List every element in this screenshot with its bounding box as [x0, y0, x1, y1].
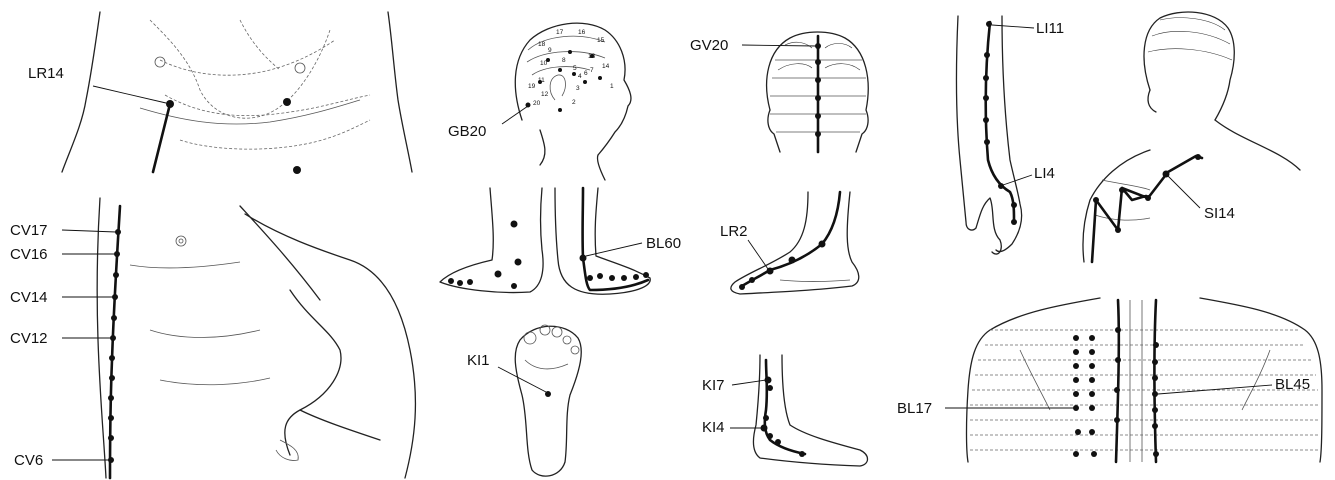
- svg-text:13: 13: [588, 53, 596, 60]
- svg-text:6: 6: [584, 70, 588, 77]
- svg-text:4: 4: [578, 73, 582, 80]
- feet-posterior-illustration: BL60: [440, 188, 681, 294]
- svg-text:1: 1: [610, 83, 614, 90]
- svg-text:9: 9: [548, 47, 552, 54]
- svg-text:20: 20: [533, 100, 541, 107]
- label-cv16: CV16: [10, 246, 48, 263]
- svg-text:19: 19: [528, 83, 536, 90]
- label-ki7: KI7: [702, 377, 725, 394]
- back-segment-lines: [970, 330, 1318, 450]
- svg-text:15: 15: [597, 37, 605, 44]
- upper-back-illustration: BL17 BL45: [897, 298, 1322, 462]
- head-side-illustration: 1 2 3 4 5 6 7 8 9 10 11 12 13 14 15 16 1…: [448, 23, 631, 180]
- svg-text:11: 11: [538, 77, 545, 84]
- torso-upper-illustration: LR14: [28, 12, 412, 174]
- svg-text:10: 10: [540, 60, 548, 67]
- label-li4: LI4: [1034, 165, 1055, 182]
- svg-text:5: 5: [573, 65, 577, 72]
- label-lr14: LR14: [28, 65, 64, 82]
- svg-text:16: 16: [578, 29, 586, 36]
- ankle-medial-illustration: KI7 KI4: [702, 355, 868, 466]
- head-point-numbers: 1 2 3 4 5 6 7 8 9 10 11 12 13 14 15 16 1…: [528, 29, 614, 107]
- svg-text:18: 18: [538, 41, 546, 48]
- arm-lateral-illustration: LI11 LI4: [956, 16, 1064, 254]
- label-ki4: KI4: [702, 419, 725, 436]
- label-cv6: CV6: [14, 452, 43, 469]
- foot-medial-illustration: LR2: [720, 192, 859, 294]
- label-cv12: CV12: [10, 330, 48, 347]
- label-ki1: KI1: [467, 352, 490, 369]
- label-bl60: BL60: [646, 235, 681, 252]
- svg-text:17: 17: [556, 29, 564, 36]
- svg-text:2: 2: [572, 99, 576, 106]
- svg-text:8: 8: [562, 57, 566, 64]
- svg-text:7: 7: [590, 67, 594, 74]
- label-bl45: BL45: [1275, 376, 1310, 393]
- svg-text:14: 14: [602, 63, 610, 70]
- svg-text:3: 3: [576, 85, 580, 92]
- label-lr2: LR2: [720, 223, 748, 240]
- head-back-illustration: GV20: [690, 32, 868, 152]
- label-cv14: CV14: [10, 289, 48, 306]
- svg-text:12: 12: [541, 91, 549, 98]
- label-cv17: CV17: [10, 222, 48, 239]
- torso-anterior-illustration: CV17 CV16 CV14 CV12 CV6: [10, 198, 415, 478]
- shoulder-posterior-illustration: SI14: [1083, 12, 1300, 262]
- label-si14: SI14: [1204, 205, 1235, 222]
- label-bl17: BL17: [897, 400, 932, 417]
- foot-sole-illustration: KI1: [467, 325, 581, 476]
- label-gb20: GB20: [448, 123, 486, 140]
- label-gv20: GV20: [690, 37, 728, 54]
- label-li11: LI11: [1036, 20, 1064, 37]
